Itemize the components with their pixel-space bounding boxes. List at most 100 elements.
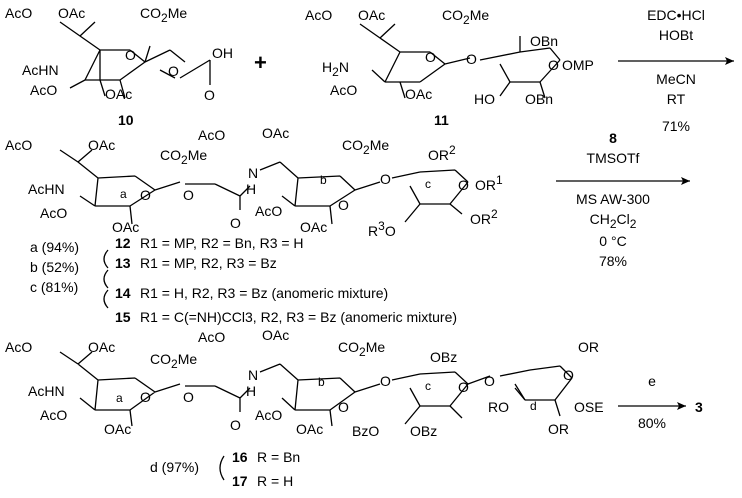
ring-label-a: a (116, 391, 123, 405)
substituent-definition: R1 = MP, R2, R3 = Bz (140, 255, 277, 271)
arrow-head (725, 57, 734, 65)
acetoxy-label: OAc (405, 86, 432, 102)
ester-label: CO2Me (442, 7, 489, 27)
ro-label: RO (488, 399, 509, 415)
ether-oxygen-label: O (183, 187, 194, 203)
step-label: d (97%) (150, 459, 199, 475)
compound-3-number: 3 (695, 399, 703, 415)
step-bracket (103, 289, 109, 309)
glycosidic-oxygen-label: O (484, 373, 495, 389)
acid-hydroxyl-label: OH (212, 45, 233, 61)
ester-label: CO2Me (150, 351, 197, 371)
ester-label: CO2Me (338, 339, 385, 359)
glycosidic-oxygen-label: O (466, 51, 477, 67)
ring-oxygen-label: O (458, 177, 469, 193)
reagent-donor-8: 8 (609, 130, 617, 146)
acetoxy-label: OAc (300, 219, 327, 235)
acetamido-label: AcHN (22, 62, 59, 78)
yield-step1: 71% (662, 118, 690, 134)
amine-label: H2N (322, 59, 349, 79)
plus-sign: + (254, 50, 267, 75)
acetoxy-label: OAc (262, 125, 289, 141)
acetoxy-label: AcO (40, 205, 67, 221)
compound-number: 15 (115, 309, 131, 325)
ring-label-b: b (318, 375, 325, 389)
amide-nitrogen-label: N (248, 165, 258, 181)
substituent-definition: R = Bn (257, 449, 300, 465)
reagent-e: e (648, 373, 656, 389)
compound-number: 12 (115, 235, 131, 251)
acetoxy-label: AcO (255, 203, 282, 219)
benzyloxy-label: OBn (525, 91, 553, 107)
benzyloxy-label: OBn (530, 33, 558, 49)
compound-11-number: 11 (434, 112, 449, 128)
acetoxy-label: OAc (58, 5, 85, 21)
step-label: b (52%) (30, 259, 79, 275)
thioethyl-label: OSE (574, 399, 604, 415)
yield-step3: 80% (638, 415, 666, 431)
ester-label: CO2Me (342, 137, 389, 157)
acetoxy-label: AcO (305, 7, 332, 23)
molecular-sieves: MS AW-300 (576, 191, 650, 207)
glycosidic-oxygen-label: O (380, 171, 391, 187)
amide-hydrogen-label: H (246, 181, 256, 197)
substituent-definition: R1 = H, R2, R3 = Bz (anomeric mixture) (140, 285, 388, 301)
or-label: OR (548, 421, 569, 437)
yield-step2: 78% (599, 253, 627, 269)
ring-label-d: d (530, 399, 537, 413)
reagent-edc: EDC•HCl (647, 7, 705, 23)
or-label: OR (578, 339, 599, 355)
ring-oxygen-label: O (338, 399, 349, 415)
or2-label: OR2 (428, 143, 456, 163)
acetoxy-label: AcO (5, 5, 32, 21)
acetoxy-label: AcO (40, 407, 67, 423)
amide-nitrogen-label: N (248, 367, 258, 383)
ring-label-c: c (425, 177, 431, 191)
solvent-dcm: CH2Cl2 (590, 211, 637, 231)
acetoxy-label: OAc (88, 137, 115, 153)
compound-number: 16 (232, 449, 248, 465)
benzoyloxy-label: OBz (410, 423, 437, 439)
acetoxy-label: OAc (296, 421, 323, 437)
compound-11-structure: AcO OAc CO2Me O O OBn O OMP H2N AcO OAc … (305, 7, 594, 107)
ester-label: CO2Me (140, 5, 187, 25)
methoxyphenyl-label: OMP (562, 57, 594, 73)
r3o-label: R3O (368, 219, 396, 239)
acetoxy-label: AcO (30, 82, 57, 98)
acetoxy-label: AcO (5, 339, 32, 355)
ring-oxygen-label: O (125, 47, 136, 63)
substituent-definition: R1 = C(=NH)CCl3, R2, R3 = Bz (anomeric m… (140, 309, 457, 325)
compound-number: 14 (115, 285, 131, 301)
carbonyl-oxygen-label: O (204, 87, 215, 103)
temperature-rt: RT (667, 91, 686, 107)
compound-number: 17 (232, 473, 248, 489)
or1-label: OR1 (475, 173, 503, 193)
ether-oxygen-label: O (168, 63, 179, 79)
arrow-head (681, 177, 690, 185)
arrow-head (677, 402, 686, 410)
carbonyl-oxygen-label: O (230, 215, 241, 231)
step-bracket (103, 249, 109, 269)
ring-label-c: c (425, 379, 431, 393)
acetamido-label: AcHN (28, 181, 65, 197)
compounds-12-15-structure: AcO OAc CO2Me O a O O N H AcHN AcO OAc A… (5, 125, 503, 239)
or2-label: OR2 (470, 207, 498, 227)
solvent-mecn: MeCN (656, 71, 696, 87)
benzoyloxy-label: BzO (352, 423, 379, 439)
compound-10-number: 10 (118, 112, 134, 128)
substituent-definition: R = H (257, 473, 293, 489)
ring-oxygen-label: O (563, 367, 574, 383)
benzoyloxy-label: OBz (430, 349, 457, 365)
compound-number: 13 (115, 255, 131, 271)
reagent-hobt: HOBt (659, 27, 693, 43)
hydroxyl-label: HO (474, 91, 495, 107)
compounds-16-17-structure: AcO OAc CO2Me O a O O N H AcHN AcO OAc A… (5, 327, 604, 439)
ring-oxygen-label: O (338, 197, 349, 213)
ether-oxygen-label: O (183, 389, 194, 405)
glycosidic-oxygen-label: O (380, 373, 391, 389)
temperature-zero: 0 °C (599, 233, 626, 249)
ring-oxygen-label: O (548, 57, 559, 73)
carbonyl-oxygen-label: O (230, 417, 241, 433)
ring-oxygen-label: O (140, 187, 151, 203)
